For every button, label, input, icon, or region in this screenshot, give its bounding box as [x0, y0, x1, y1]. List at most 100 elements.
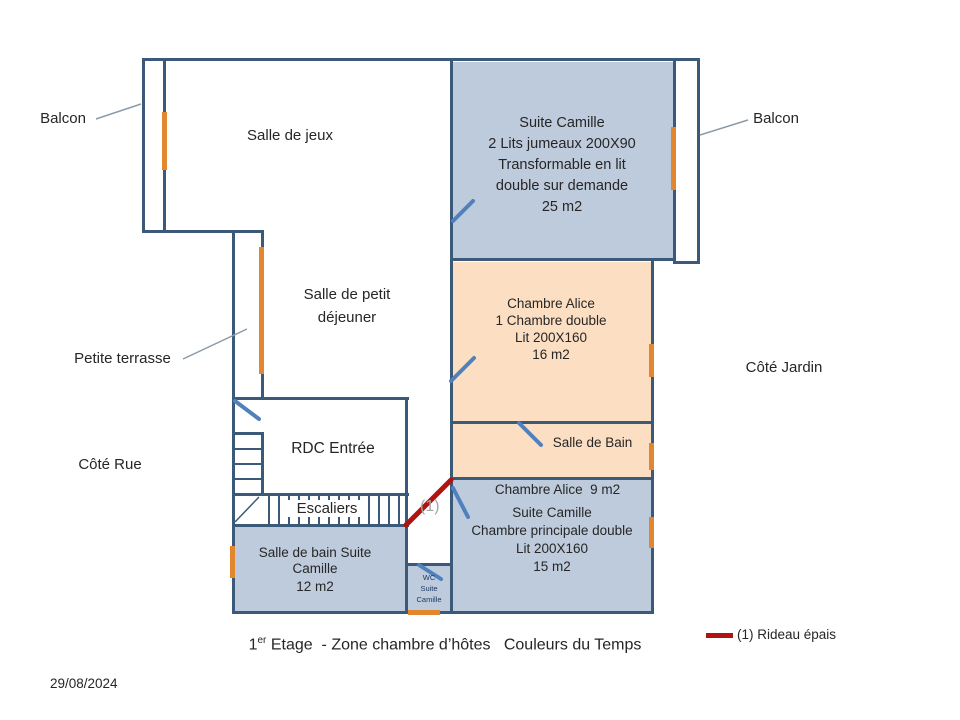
wall-escalier-top	[232, 493, 409, 496]
wall-rdc-top	[232, 397, 409, 400]
title-number: 1	[248, 636, 258, 654]
stair-tread	[268, 496, 270, 524]
room-label-escaliers: Escaliers	[288, 500, 366, 517]
room-suite-camille-principale	[452, 480, 651, 611]
wall-central-spine	[450, 58, 453, 614]
room-label-chambre-alice: Chambre Alice 1 Chambre double Lit 200X1…	[461, 295, 641, 363]
room-label-salle-de-jeux: Salle de jeux	[200, 127, 380, 144]
room-label-line: WC	[422, 573, 436, 582]
room-sdb-suite-camille	[234, 526, 405, 611]
title-text: Etage - Zone chambre d’hôtes Couleurs du…	[266, 636, 642, 654]
room-label-rdc-entree: RDC Entrée	[263, 440, 403, 458]
window-marker-alice	[649, 344, 654, 377]
wall-balcon-right-bottom	[673, 261, 700, 264]
label-balcon-right: Balcon	[753, 110, 799, 127]
door-sdb-alice	[517, 421, 543, 447]
legend-curtain-swatch	[706, 633, 733, 638]
room-sdb-chambre-alice	[452, 424, 651, 478]
room-label-line: Chambre Alice 9 m2	[494, 482, 621, 497]
room-label-sdb-suite-camille: Salle de bain Suite Camille 12 m2	[245, 545, 385, 595]
wall-jeux-bottom	[142, 230, 264, 233]
room-label-line: 12 m2	[296, 579, 334, 594]
stair-tread	[233, 463, 263, 465]
wall-corridor-left	[405, 397, 408, 614]
room-label-line: Suite Camille	[519, 115, 605, 131]
room-label-line: Lit 200X160	[515, 541, 589, 556]
legend-curtain-label: (1) Rideau épais	[737, 627, 837, 642]
stair-tread	[368, 496, 370, 524]
wall-building-left	[232, 230, 235, 614]
wall-escalier-bottom	[232, 524, 409, 527]
room-label-line: Camille	[416, 595, 442, 604]
wall-sdb-alice-bottom	[450, 477, 654, 480]
stair-tread	[388, 496, 390, 524]
label-balcon-left: Balcon	[40, 110, 86, 127]
wall-balcon-left-outer	[142, 58, 145, 233]
stairs-diagonal	[234, 496, 260, 523]
door-alice	[449, 356, 476, 383]
door-suite-haut	[451, 199, 475, 223]
plan-date: 29/08/2024	[50, 676, 118, 691]
room-label-line: 1 Chambre double	[495, 313, 607, 328]
wall-stairs-top	[232, 432, 264, 435]
room-label-line: Lit 200X160	[514, 330, 588, 345]
room-label-line: Camille	[292, 561, 338, 576]
curtain-line	[403, 477, 454, 528]
room-label-line: 15 m2	[533, 559, 571, 574]
label-petite-terrasse: Petite terrasse	[74, 350, 171, 367]
label-cote-jardin: Côté Jardin	[745, 359, 823, 376]
room-label-line: Chambre principale double	[471, 523, 633, 538]
room-label-wc: WC Suite Camille	[407, 572, 451, 605]
stair-tread	[398, 496, 400, 524]
pointer-terrasse	[182, 328, 248, 360]
plan-title: 1er Etage - Zone chambre d’hôtes Couleur…	[190, 635, 700, 654]
room-suite-camille-haut	[452, 62, 673, 259]
room-label-suite-camille-haut: Suite Camille 2 Lits jumeaux 200X90 Tran…	[462, 113, 662, 218]
label-cote-rue: Côté Rue	[78, 456, 142, 473]
room-label-line: 2 Lits jumeaux 200X90	[488, 136, 636, 152]
room-label-sdb-alice-2: Chambre Alice 9 m2	[475, 452, 640, 527]
window-marker-terrasse	[259, 247, 264, 374]
window-marker-sdb-camille	[230, 546, 235, 578]
stair-tread	[233, 478, 263, 480]
window-marker-jeux	[162, 112, 167, 170]
room-label-line: Suite Camille	[512, 505, 592, 520]
room-label-line: Salle de bain Suite	[258, 545, 372, 560]
stair-tread	[378, 496, 380, 524]
room-label-line: Salle de petit	[303, 286, 391, 303]
room-label-line: RDC Entrée	[291, 440, 375, 457]
window-marker-sdb-alice	[649, 443, 654, 470]
room-label-line: Suite	[420, 584, 438, 593]
window-marker-wc	[408, 610, 440, 615]
wall-top	[142, 58, 700, 61]
title-superscript: er	[257, 635, 267, 646]
stair-tread	[278, 496, 280, 524]
door-wc	[417, 563, 443, 581]
wall-building-right	[651, 261, 654, 614]
room-label-line: Escaliers	[296, 500, 358, 517]
pointer-balcon-right	[699, 119, 749, 136]
room-label-line: double sur demande	[495, 178, 629, 194]
room-label-line: Transformable en lit	[498, 157, 626, 173]
room-label-line: Salle de Bain	[552, 435, 633, 450]
room-label-suite-camille-principale: Suite Camille Chambre principale double …	[461, 504, 643, 576]
wall-alice-bottom	[450, 421, 654, 424]
wall-suite-haut-bottom	[450, 258, 676, 261]
pointer-balcon-left	[95, 103, 142, 120]
stair-tread	[233, 448, 263, 450]
room-label-sdb-alice-1: Salle de Bain	[530, 435, 655, 450]
window-marker-suite-main	[649, 517, 654, 548]
curtain-ref-label: (1)	[420, 498, 440, 515]
room-label-petit-dejeuner: Salle de petit déjeuner	[277, 283, 417, 329]
room-label-line: 25 m2	[541, 199, 583, 215]
window-marker-suite-haut	[671, 127, 676, 190]
wall-stairs-right	[261, 432, 264, 496]
room-chambre-alice	[452, 262, 651, 422]
door-rdc	[233, 399, 261, 421]
wall-building-bottom	[232, 611, 654, 614]
room-label-line: 16 m2	[532, 347, 570, 362]
wall-wc-top	[405, 563, 452, 566]
room-label-line: déjeuner	[317, 309, 377, 326]
